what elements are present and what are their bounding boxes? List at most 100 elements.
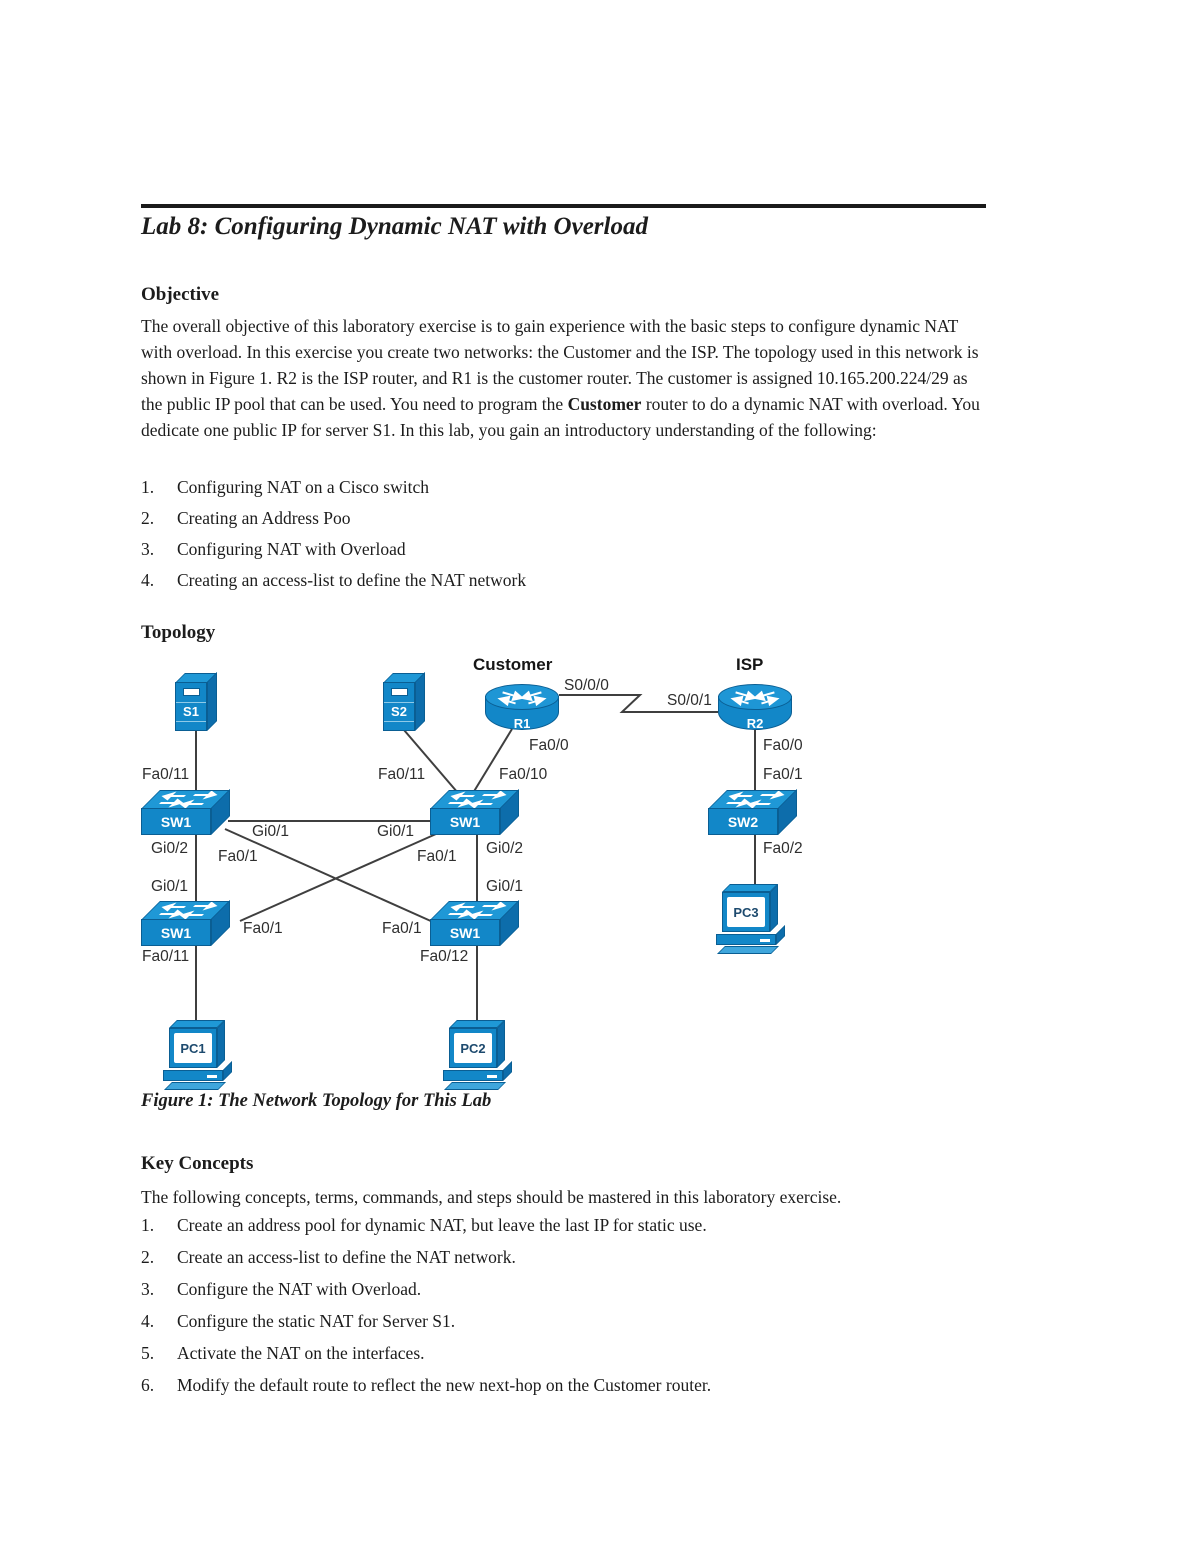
list-number: 3. bbox=[141, 539, 155, 559]
port-label-sw1tm-gi0-1: Gi0/1 bbox=[377, 823, 415, 840]
list-item: 4.Configure the static NAT for Server S1… bbox=[141, 1308, 455, 1334]
list-number: 6. bbox=[141, 1375, 155, 1395]
link-serial-r1-r2 bbox=[559, 694, 718, 713]
list-text: Create an address pool for dynamic NAT, … bbox=[177, 1215, 707, 1235]
port-label-sw1bm-fa0-12: Fa0/12 bbox=[420, 948, 469, 965]
server-s2: S2 bbox=[383, 672, 427, 733]
router-label: R2 bbox=[746, 716, 764, 731]
port-label-s2-fa0-11: Fa0/11 bbox=[378, 766, 426, 783]
pc-base bbox=[716, 934, 776, 945]
switch-sw1-bottom-middle: SW1 bbox=[430, 900, 524, 947]
list-number: 2. bbox=[141, 1247, 155, 1267]
objective-text-bold: Customer bbox=[567, 394, 642, 414]
list-text: Configuring NAT on a Cisco switch bbox=[177, 477, 429, 497]
list-item: 4.Creating an access-list to define the … bbox=[141, 567, 526, 593]
objective-paragraph: The overall objective of this laboratory… bbox=[141, 313, 991, 443]
server-label: S1 bbox=[176, 702, 206, 722]
port-label-r2-fa0-1: Fa0/1 bbox=[763, 766, 803, 783]
switch-arrows-icon bbox=[430, 901, 519, 920]
switch-arrows-icon bbox=[141, 790, 230, 809]
list-text: Activate the NAT on the interfaces. bbox=[177, 1343, 425, 1363]
server-front-face: S1 bbox=[175, 682, 207, 731]
port-label-sw1bm-gi0-1: Gi0/1 bbox=[486, 878, 524, 895]
pc-label: PC1 bbox=[174, 1033, 212, 1063]
port-label-r2-fa0-0: Fa0/0 bbox=[763, 737, 803, 754]
list-number: 3. bbox=[141, 1279, 155, 1299]
list-text: Creating an Address Poo bbox=[177, 508, 351, 528]
switch-label: SW1 bbox=[449, 813, 481, 830]
pc-base bbox=[443, 1070, 503, 1081]
list-item: 3.Configure the NAT with Overload. bbox=[141, 1276, 421, 1302]
objective-list: 1. Configuring NAT on a Cisco switch 2. Cr… bbox=[141, 474, 1001, 598]
pc-monitor-side bbox=[497, 1020, 505, 1068]
list-number: 1. bbox=[141, 477, 155, 497]
pc-monitor-side bbox=[217, 1020, 225, 1068]
list-number: 4. bbox=[141, 1311, 155, 1331]
port-label-s1-fa0-11: Fa0/11 bbox=[142, 766, 190, 783]
pc-monitor-side bbox=[770, 884, 778, 932]
list-item: 3. Configuring NAT with Overload bbox=[141, 536, 406, 562]
objective-heading: Objective bbox=[141, 284, 220, 305]
pc-keyboard bbox=[717, 946, 779, 954]
port-label-sw1bl-fa0-1: Fa0/1 bbox=[243, 920, 283, 937]
page-title: Lab 8: Configuring Dynamic NAT with Over… bbox=[141, 213, 648, 240]
server-front-face: S2 bbox=[383, 682, 415, 731]
switch-front-face: SW1 bbox=[141, 919, 211, 946]
server-side-face bbox=[415, 672, 425, 731]
router-arrows-icon bbox=[718, 684, 792, 710]
router-r1: R1 bbox=[485, 684, 559, 732]
pc-base bbox=[163, 1070, 223, 1081]
pc-label: PC2 bbox=[454, 1033, 492, 1063]
list-number: 1. bbox=[141, 1215, 155, 1235]
port-label-sw1tl-gi0-2: Gi0/2 bbox=[151, 840, 189, 857]
list-text: Create an access-list to define the NAT … bbox=[177, 1247, 516, 1267]
list-item: 5. Activate the NAT on the interfaces. bbox=[141, 1340, 425, 1366]
list-text: Modify the default route to reflect the … bbox=[177, 1375, 712, 1395]
port-label-sw1-fa0-10: Fa0/10 bbox=[499, 766, 548, 783]
list-item: 2. Create an access-list to define the NA… bbox=[141, 1244, 516, 1270]
key-concepts-paragraph: The following concepts, terms, commands,… bbox=[141, 1187, 842, 1207]
pc-base-side bbox=[503, 1061, 512, 1081]
port-label-sw2-fa0-2: Fa0/2 bbox=[763, 840, 803, 857]
objective-text-after: router to do a dynamic NAT with overload… bbox=[141, 394, 980, 440]
link-r1-sw1 bbox=[472, 728, 513, 794]
switch-front-face: SW1 bbox=[141, 808, 211, 835]
list-text: Configuring NAT with Overload bbox=[177, 539, 406, 559]
pc2: PC2 bbox=[443, 1020, 517, 1092]
port-label-sw1tm-fa0-1: Fa0/1 bbox=[417, 848, 457, 865]
server-s1: S1 bbox=[175, 672, 219, 733]
figure-caption: Figure 1: The Network Topology for This … bbox=[141, 1091, 492, 1111]
link-sw1tm-sw1bl bbox=[239, 833, 437, 922]
port-label-sw1bl-fa0-11: Fa0/11 bbox=[142, 948, 190, 965]
list-item: 1. Create an address pool for dynamic NAT… bbox=[141, 1212, 707, 1238]
pc-keyboard bbox=[164, 1082, 226, 1090]
pc-base-side bbox=[223, 1061, 232, 1081]
router-r2: R2 bbox=[718, 684, 792, 732]
switch-arrows-icon bbox=[141, 901, 230, 920]
port-label-sw1bl-gi0-1: Gi0/1 bbox=[151, 878, 189, 895]
switch-sw1-top-middle: SW1 bbox=[430, 789, 524, 836]
switch-arrows-icon bbox=[708, 790, 797, 809]
server-label: S2 bbox=[384, 702, 414, 722]
switch-label: SW1 bbox=[449, 924, 481, 941]
customer-group-label: Customer bbox=[473, 655, 553, 674]
port-label-sw1bm-fa0-1: Fa0/1 bbox=[382, 920, 422, 937]
pc-monitor: PC2 bbox=[449, 1028, 497, 1068]
pc-base-side bbox=[776, 925, 785, 945]
switch-sw1-bottom-left: SW1 bbox=[141, 900, 235, 947]
port-label-r1-fa0-0: Fa0/0 bbox=[529, 737, 569, 754]
pc1: PC1 bbox=[163, 1020, 237, 1092]
port-label-sw1tl-gi0-1: Gi0/1 bbox=[252, 823, 290, 840]
router-label: R1 bbox=[513, 716, 531, 731]
link-s2-sw1 bbox=[403, 729, 459, 794]
list-number: 2. bbox=[141, 508, 155, 528]
list-number: 5. bbox=[141, 1343, 155, 1363]
switch-label: SW2 bbox=[727, 813, 759, 830]
pc-monitor: PC1 bbox=[169, 1028, 217, 1068]
port-label-r2-s0-0-1: S0/0/1 bbox=[667, 692, 712, 709]
switch-sw2: SW2 bbox=[708, 789, 802, 836]
list-item: 1. Configuring NAT on a Cisco switch bbox=[141, 474, 429, 500]
port-label-sw1tm-gi0-2: Gi0/2 bbox=[486, 840, 524, 857]
key-concepts-heading: Key Concepts bbox=[141, 1153, 254, 1174]
